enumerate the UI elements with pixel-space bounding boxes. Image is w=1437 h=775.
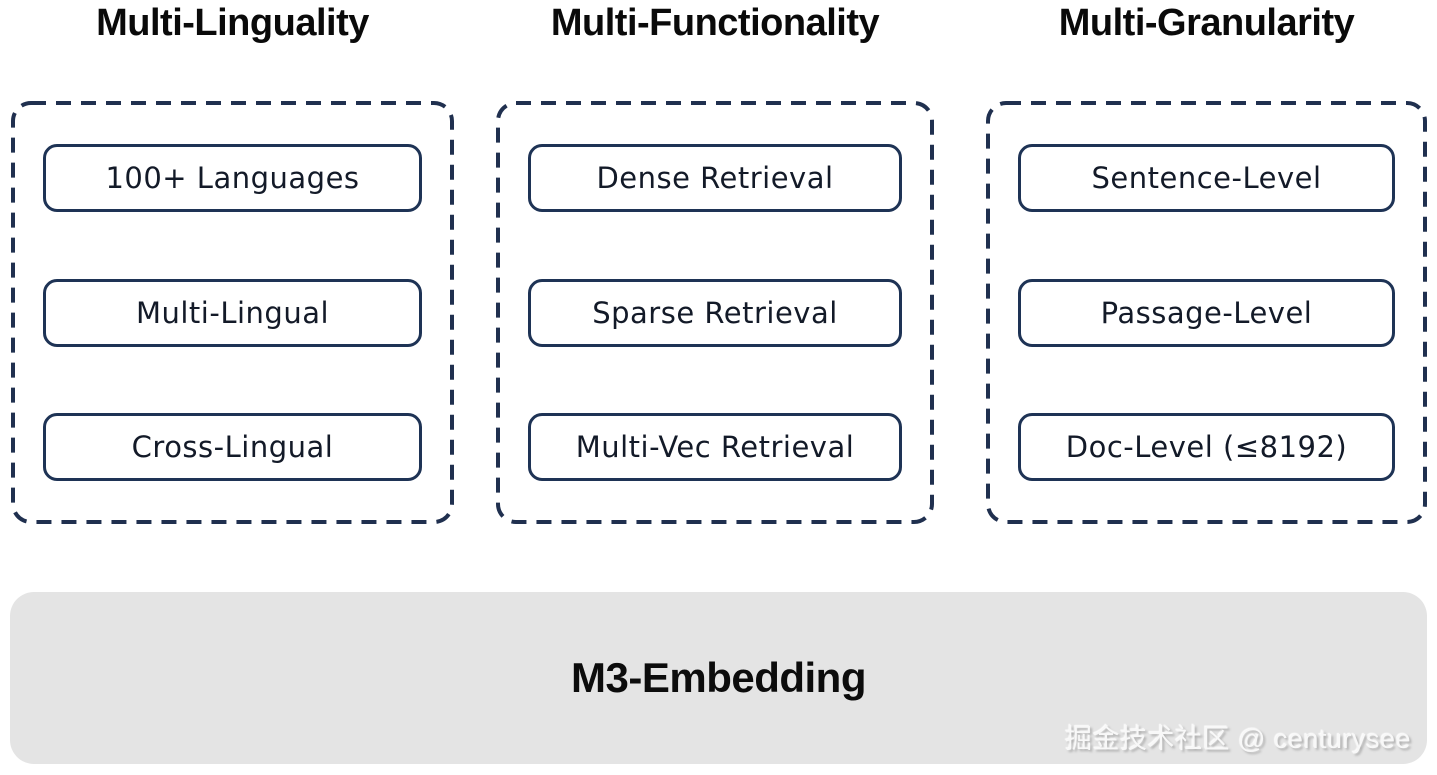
column-header-multi-linguality: Multi-Linguality — [96, 2, 369, 44]
feature-box-sparse-retrieval: Sparse Retrieval — [528, 279, 902, 347]
feature-box-100-languages: 100+ Languages — [43, 144, 422, 212]
dashed-group-multi-functionality: Dense Retrieval Sparse Retrieval Multi-V… — [495, 100, 935, 525]
dashed-border-outline — [10, 100, 455, 525]
dashed-border-outline — [495, 100, 935, 525]
m3-embedding-label: M3-Embedding — [571, 654, 867, 701]
feature-box-cross-lingual: Cross-Lingual — [43, 413, 422, 481]
column-multi-functionality: Multi-Functionality Dense Retrieval Spar… — [495, 0, 935, 540]
column-multi-granularity: Multi-Granularity Sentence-Level Passage… — [985, 0, 1428, 540]
feature-box-dense-retrieval: Dense Retrieval — [528, 144, 902, 212]
feature-box-multi-vec-retrieval: Multi-Vec Retrieval — [528, 413, 902, 481]
feature-box-sentence-level: Sentence-Level — [1018, 144, 1395, 212]
watermark-text: 掘金技术社区 @ centurysee — [1065, 724, 1411, 754]
feature-box-multi-lingual: Multi-Lingual — [43, 279, 422, 347]
column-header-multi-functionality: Multi-Functionality — [550, 2, 880, 44]
column-header-multi-granularity: Multi-Granularity — [1058, 2, 1355, 44]
m3-embedding-panel: M3-Embedding 掘金技术社区 @ centurysee — [10, 592, 1427, 764]
column-multi-linguality: Multi-Linguality 100+ Languages Multi-Li… — [10, 0, 455, 540]
dashed-group-multi-linguality: 100+ Languages Multi-Lingual Cross-Lingu… — [10, 100, 455, 525]
dashed-border-outline — [985, 100, 1428, 525]
feature-box-passage-level: Passage-Level — [1018, 279, 1395, 347]
feature-box-doc-level: Doc-Level (≤8192) — [1018, 413, 1395, 481]
dashed-group-multi-granularity: Sentence-Level Passage-Level Doc-Level (… — [985, 100, 1428, 525]
